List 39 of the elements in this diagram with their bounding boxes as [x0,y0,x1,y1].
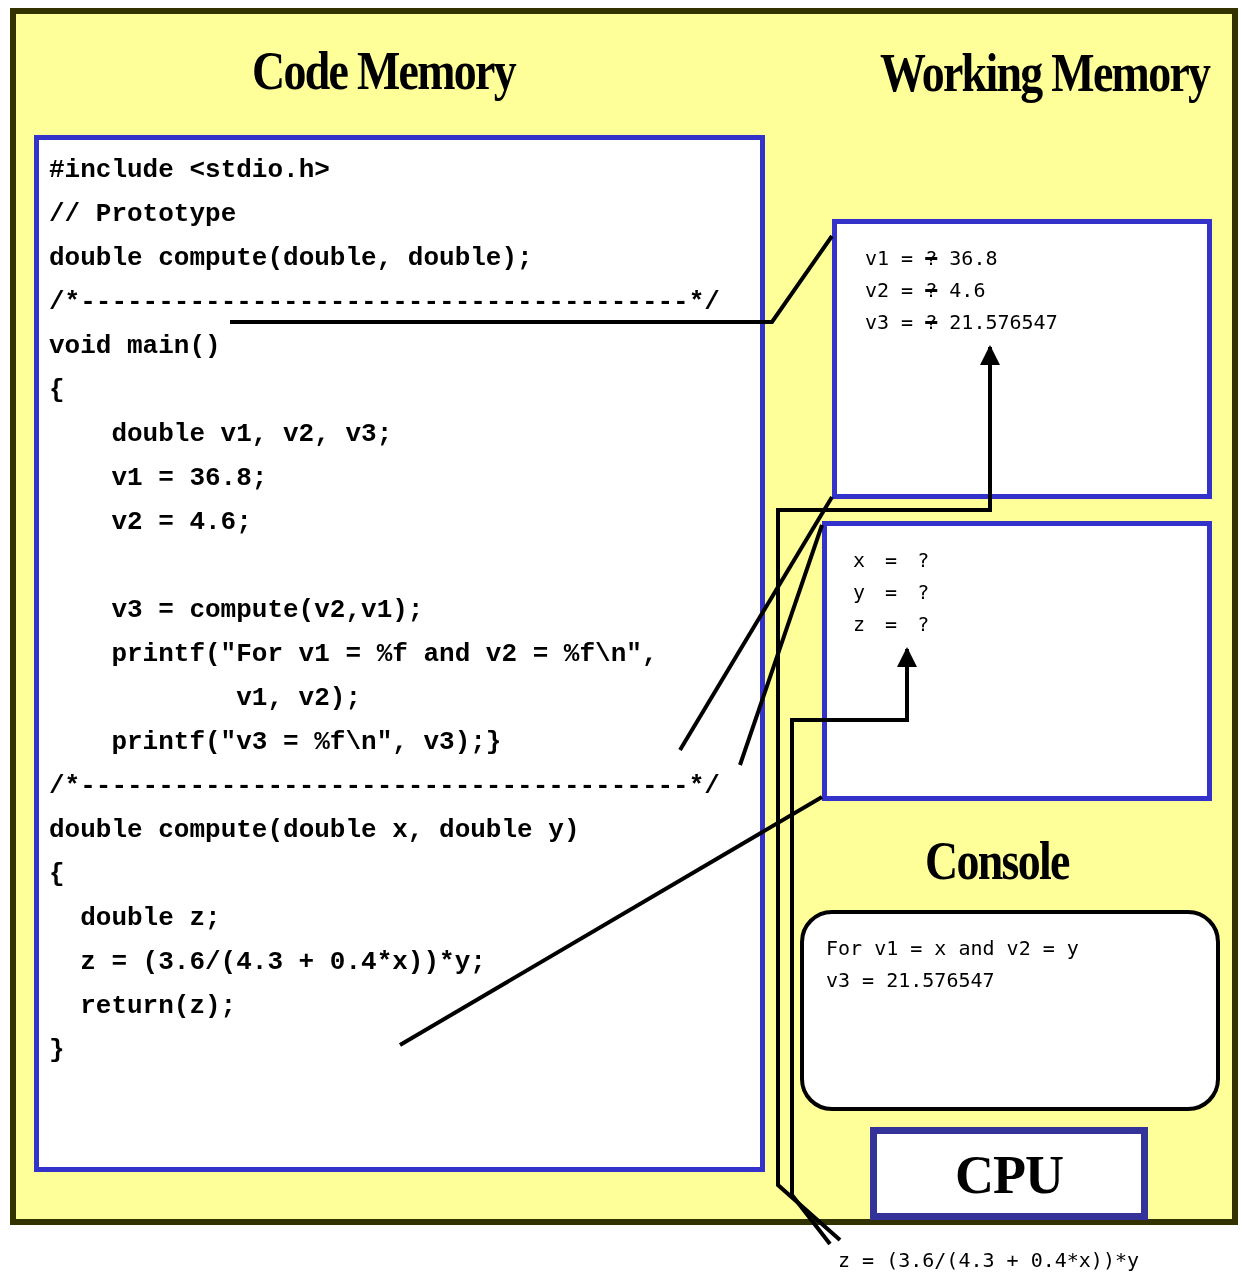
variable-value: x = ? [853,547,930,574]
section-heading: Working Memory [880,42,1210,104]
code-line: printf("For v1 = %f and v2 = %f\n", [111,638,658,671]
code-line: /*---------------------------------------*/ [49,770,720,803]
variable-value: v3 = ? 21.576547 [865,309,1058,336]
code-line: v2 = 4.6; [111,506,252,539]
code-line: void main() [49,330,221,363]
code-line: } [49,1034,65,1067]
code-line: double v1, v2, v3; [111,418,393,451]
code-line: double compute(double, double); [49,242,533,275]
code-line: v3 = compute(v2,v1); [111,594,424,627]
connector-line [230,234,834,324]
console-output: v3 = 21.576547 [826,967,995,994]
variable-value: y = ? [853,579,930,606]
code-line: { [49,858,65,891]
variable-value: z = ? [853,611,930,638]
section-heading: Console [925,830,1069,892]
code-line: double z; [80,902,221,935]
cpu-label: CPU [954,1144,1064,1206]
code-line: v1 = 36.8; [111,462,268,495]
formula-text: z = (3.6/(4.3 + 0.4*x))*y [838,1247,1140,1274]
arrow [776,345,1000,1242]
variable-value: v2 = ? 4.6 [865,277,986,304]
code-line: // Prototype [49,198,237,231]
connector-line [678,495,834,752]
code-line: z = (3.6/(4.3 + 0.4*x))*y; [80,946,486,979]
code-line: printf("v3 = %f\n", v3);} [111,726,502,759]
arrow [790,647,917,1246]
console-output: For v1 = x and v2 = y [826,935,1079,962]
code-line: v1, v2); [236,682,361,715]
section-heading: Code Memory [252,40,515,102]
code-line: return(z); [80,990,237,1023]
connector-line [399,795,823,1047]
code-line: /*---------------------------------------*/ [49,286,720,319]
variable-value: v1 = ? 36.8 [865,245,998,272]
code-line: #include <stdio.h> [49,154,330,187]
connector-line [738,524,824,766]
code-line: { [49,374,65,407]
code-line: double compute(double x, double y) [49,814,580,847]
